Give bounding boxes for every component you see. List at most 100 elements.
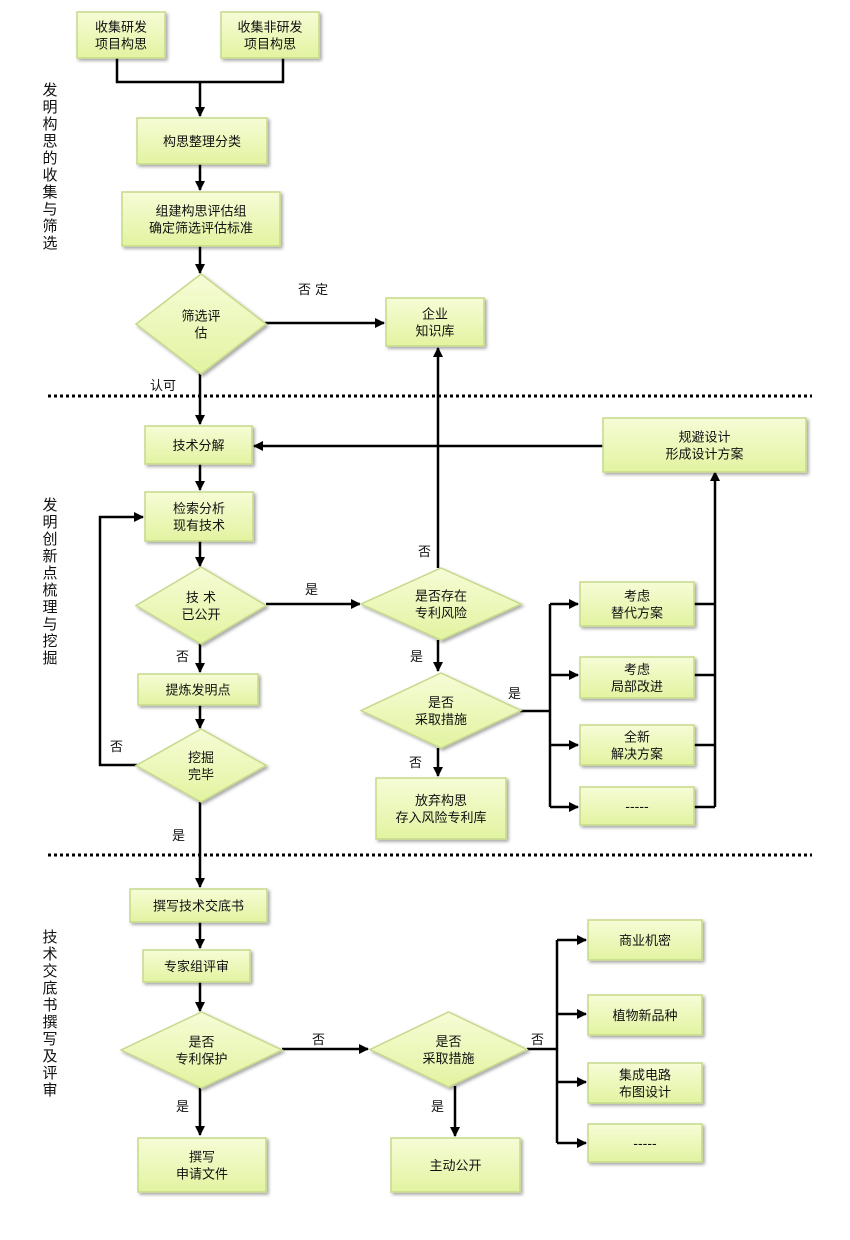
node-label: 专利风险	[415, 607, 467, 622]
edge-label-no-measures: 否	[409, 756, 422, 771]
section-title-char: 挖	[42, 632, 57, 650]
process-box	[390, 1137, 521, 1193]
section-title-char: 理	[42, 598, 57, 616]
section-title-char: 发	[42, 81, 57, 99]
decision-diamond	[134, 728, 268, 803]
node-label: 采取措施	[422, 1052, 474, 1067]
edge-labels: 否 定 认可 否 是 是 否 是 否 否 是 否 否 是 是	[110, 283, 544, 1115]
node-label: 是否	[428, 696, 454, 711]
node-label: 项目构思	[244, 38, 296, 53]
node-label: 放弃构思	[415, 794, 467, 809]
section-title-char: 评	[42, 1064, 57, 1082]
node-label: 主动公开	[429, 1159, 481, 1174]
node-expert-review: 专家组评审	[142, 949, 251, 983]
node-ellipsis2: -----	[587, 1123, 703, 1163]
edge-label-yes-done: 是	[172, 829, 185, 844]
edge-label-yes-measures: 是	[508, 687, 521, 702]
process-box	[375, 777, 507, 840]
node-label: 技 术	[186, 591, 216, 606]
edge-label-no-mining: 否	[110, 740, 123, 755]
decision-diamond	[359, 567, 523, 641]
section-title-char: 与	[42, 200, 57, 218]
node-label: 筛选评	[181, 310, 220, 325]
node-label: 布图设计	[619, 1086, 671, 1101]
edge-label-yes-public: 是	[305, 583, 318, 598]
node-label: 替代方案	[611, 606, 663, 622]
process-box	[587, 919, 703, 961]
node-label: 完毕	[188, 768, 214, 783]
section-title-char: 构	[42, 115, 57, 133]
section-title-char: 交	[42, 962, 57, 980]
node-label: 申请文件	[176, 1168, 228, 1183]
node-label: 撰写	[189, 1151, 215, 1166]
node-label: 收集非研发	[237, 20, 302, 36]
node-label: 项目构思	[95, 38, 147, 53]
process-box	[579, 656, 695, 699]
section-title-char: 书	[42, 996, 57, 1014]
node-label: 确定筛选评估标准	[149, 222, 253, 237]
node-label: 是否	[435, 1035, 461, 1050]
process-box	[220, 11, 320, 59]
edges	[98, 58, 720, 1148]
node-label: 挖掘	[188, 751, 214, 766]
decision-diamond	[359, 672, 523, 749]
node-label: -----	[625, 800, 649, 815]
process-box	[579, 581, 695, 627]
section-title-char: 明	[42, 513, 57, 531]
node-label: 植物新品种	[612, 1008, 677, 1024]
process-box	[144, 491, 254, 542]
section-title-char: 创	[42, 530, 57, 548]
section-title-char: 与	[42, 615, 57, 633]
process-box	[587, 1123, 703, 1163]
process-box	[144, 425, 253, 465]
section-title-char: 点	[42, 564, 57, 582]
process-box	[579, 786, 695, 826]
edge-label-no-public: 否	[176, 650, 189, 665]
node-label: -----	[633, 1137, 657, 1152]
node-label: 考虑	[624, 663, 650, 678]
section-title-char: 收	[42, 166, 57, 184]
edge	[200, 58, 285, 84]
node-label: 组建构思评估组	[155, 205, 246, 220]
section-title-char: 撰	[42, 1013, 57, 1031]
node-label: 专家组评审	[164, 959, 229, 975]
node-disclose: 主动公开	[390, 1137, 521, 1193]
section-title-char: 明	[42, 98, 57, 116]
process-box	[142, 949, 251, 983]
process-box	[587, 994, 703, 1036]
section-title-char: 的	[42, 149, 57, 167]
node-label: 知识库	[415, 324, 454, 340]
edge-label-no-risk: 否	[418, 545, 431, 560]
node-label: 考虑	[624, 590, 650, 605]
node-write-disclosure: 撰写技术交底书	[129, 888, 268, 923]
section-title-char: 审	[42, 1081, 57, 1099]
process-box	[587, 1062, 703, 1104]
edge-label-no-protect: 否	[312, 1033, 325, 1048]
node-label: 是否	[188, 1036, 214, 1051]
section-title-char: 集	[42, 183, 57, 201]
node-label: 形成设计方案	[665, 447, 743, 463]
section-title-char: 写	[42, 1030, 57, 1048]
process-box	[121, 191, 281, 247]
edge-label-yes-risk: 是	[410, 650, 423, 665]
process-box	[579, 724, 695, 766]
node-label: 技术分解	[172, 439, 224, 454]
section-title-char: 筛	[42, 217, 57, 235]
